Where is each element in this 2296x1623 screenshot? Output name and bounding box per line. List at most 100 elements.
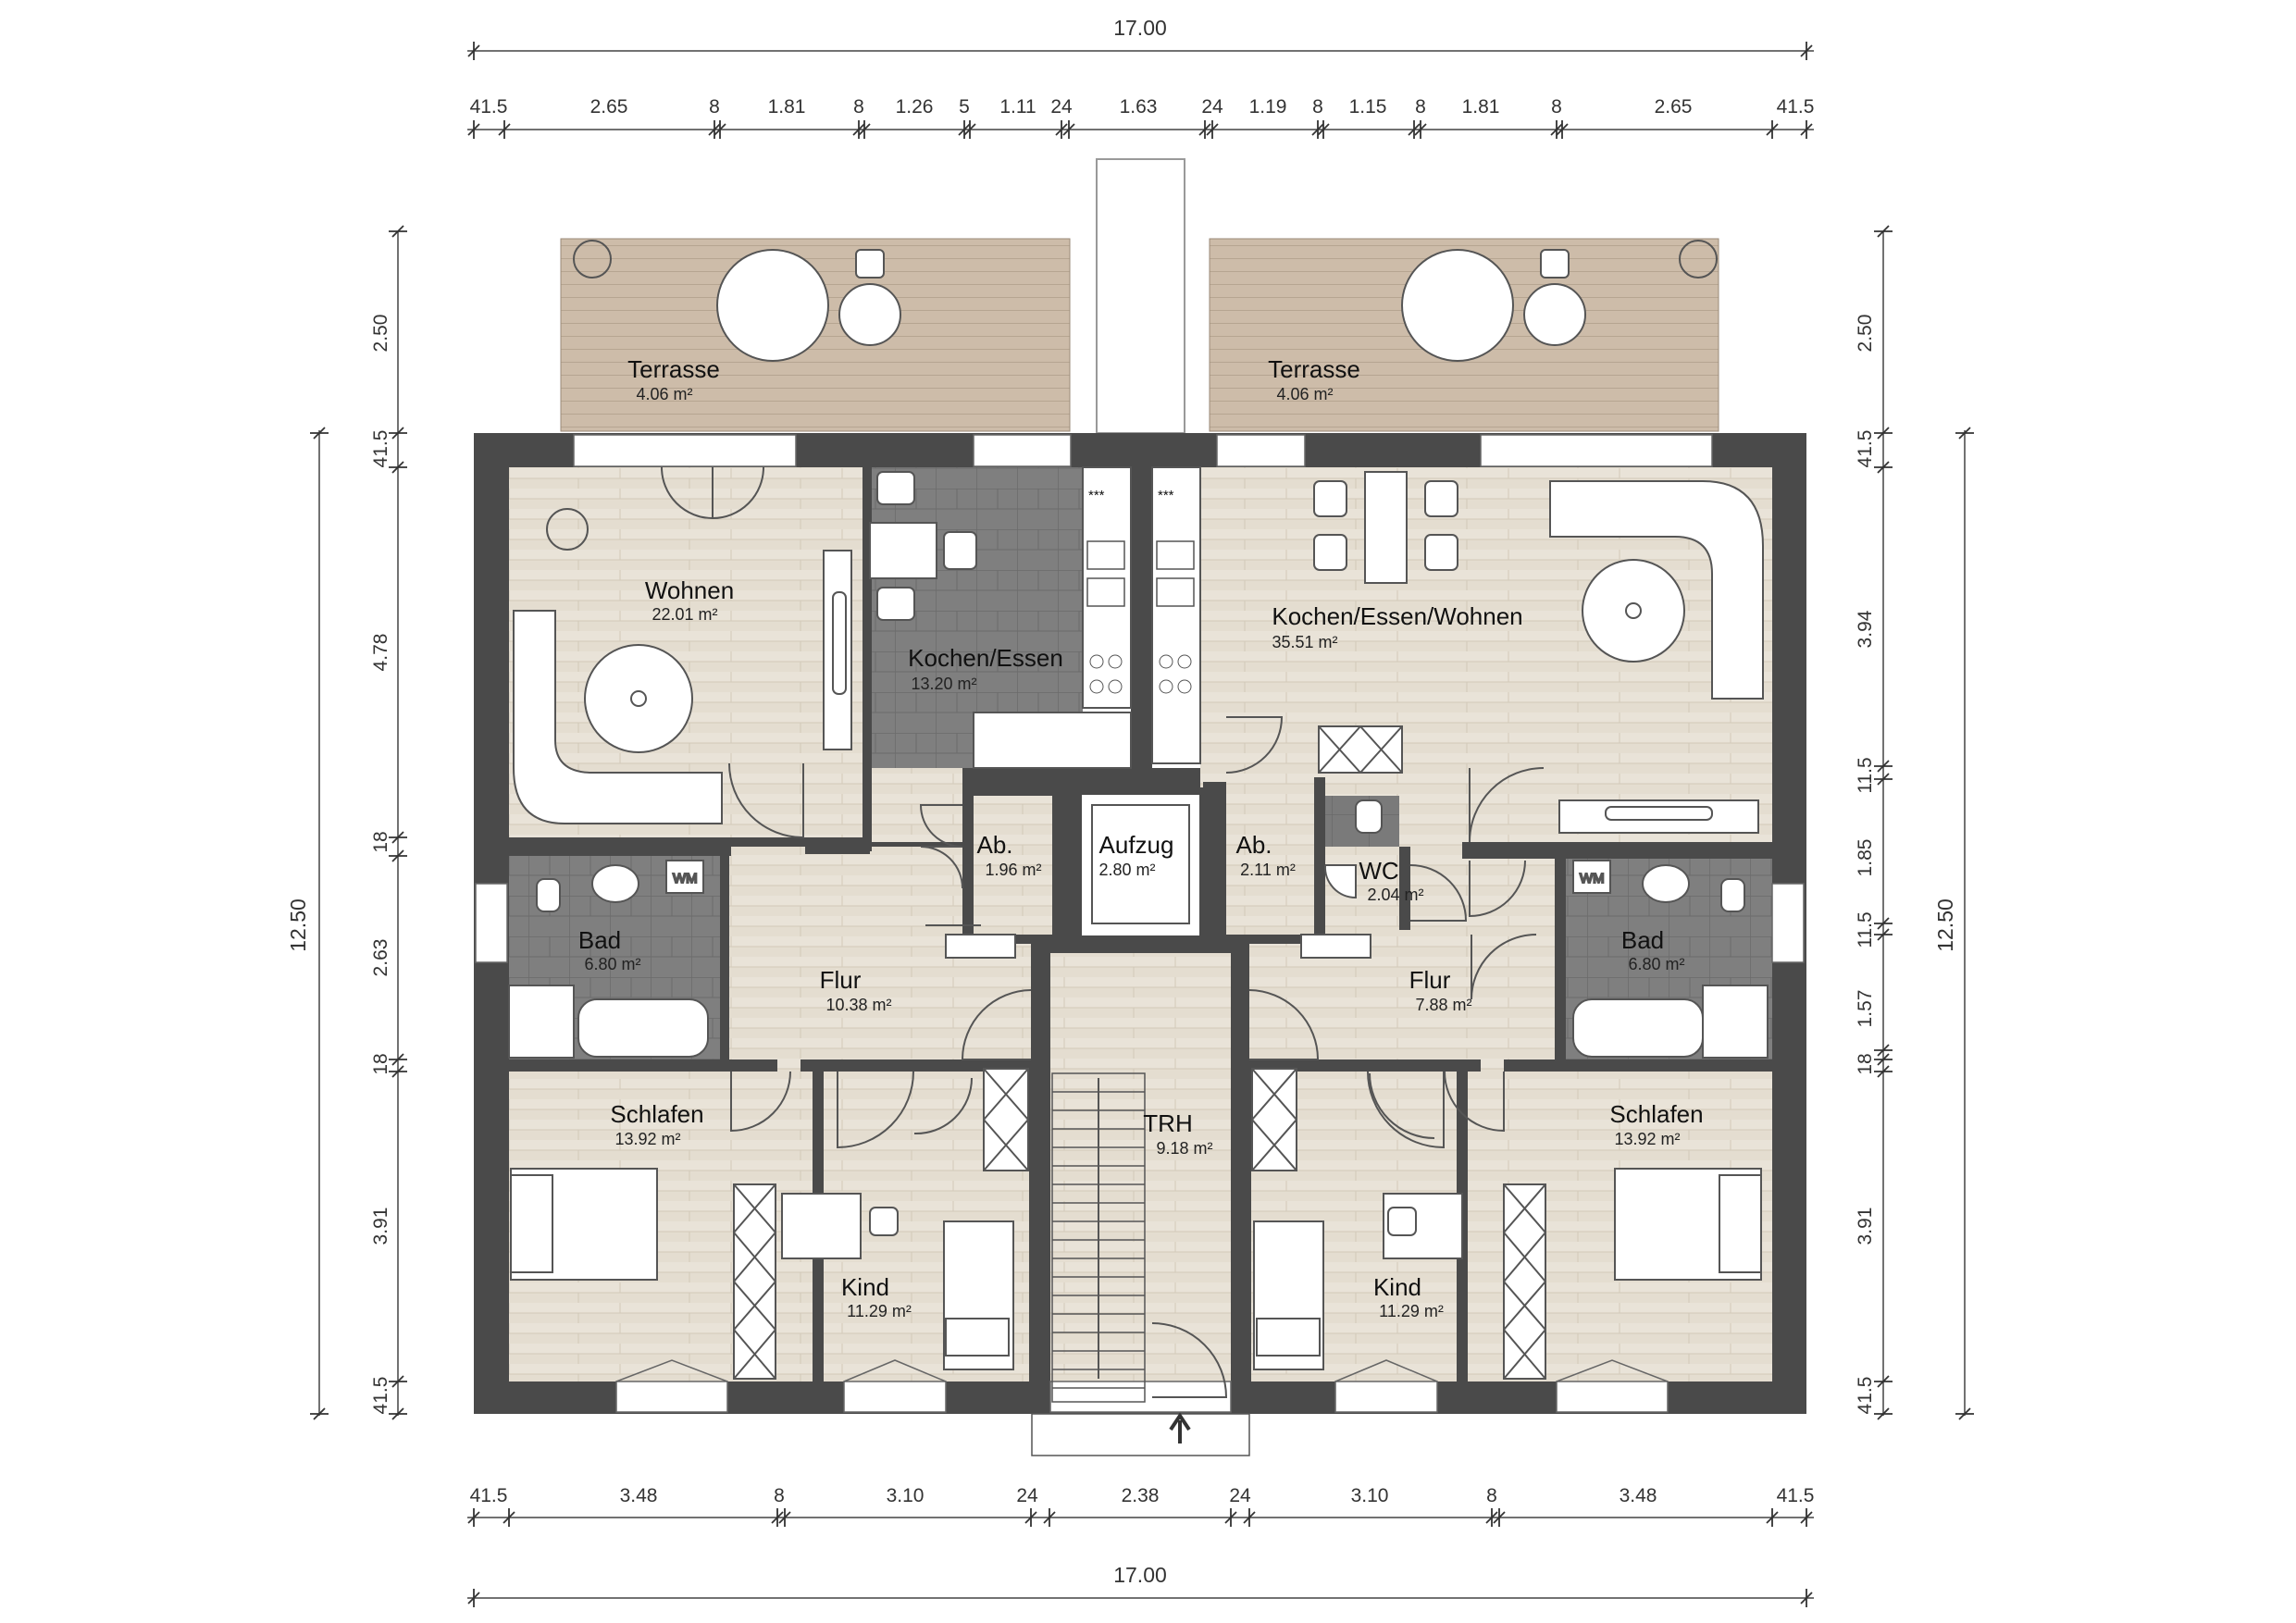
wm-label-left: WM — [673, 871, 698, 886]
right-seg-6: 1.57 — [1855, 990, 1876, 1028]
bottom-seg-10: 41.5 — [1777, 1485, 1815, 1506]
bottom-seg-5: 2.38 — [1122, 1485, 1160, 1506]
sofa-left — [513, 550, 852, 824]
right-seg-5: 11.5 — [1855, 911, 1876, 948]
top-seg-5: 1.26 — [896, 96, 934, 118]
left-seg-1: 41.5 — [370, 430, 391, 468]
top-seg-11: 1.19 — [1249, 96, 1287, 118]
left-seg-2: 4.78 — [370, 634, 391, 672]
kitchen-counter-right: *** — [1151, 466, 1201, 764]
overall-width-top: 17.00 — [1113, 16, 1167, 40]
shaft-strip — [1096, 158, 1185, 434]
interior-walls — [509, 467, 1772, 1414]
top-seg-12: 8 — [1312, 96, 1323, 118]
room-area-terrace-left: 4.06 m² — [636, 385, 692, 403]
bath-fixtures-right: WM — [1572, 860, 1769, 1059]
dimension-ticks — [310, 42, 1974, 1607]
sofa-right — [1549, 480, 1764, 834]
right-seg-3: 11.5 — [1855, 757, 1876, 793]
room-area-flur-left: 10.38 m² — [825, 996, 891, 1014]
dining-table-left — [869, 471, 977, 621]
room-name-kind-left: Kind — [841, 1273, 889, 1301]
room-name-schlafen-right: Schlafen — [1609, 1100, 1703, 1128]
room-area-aufzug: 2.80 m² — [1098, 861, 1155, 879]
top-seg-13: 1.15 — [1349, 96, 1387, 118]
top-seg-10: 24 — [1201, 96, 1223, 118]
bottom-seg-2: 8 — [774, 1485, 785, 1506]
top-seg-18: 41.5 — [1777, 96, 1815, 118]
beds-and-desks — [510, 1168, 1762, 1370]
room-labels: Terrasse 4.06 m² Terrasse 4.06 m² Wohnen… — [578, 355, 1704, 1320]
top-seg-6: 5 — [959, 96, 970, 118]
room-name-bad-left: Bad — [578, 926, 621, 954]
bottom-seg-0: 41.5 — [470, 1485, 508, 1506]
room-area-kind-left: 11.29 m² — [847, 1302, 912, 1320]
left-seg-5: 18 — [370, 1053, 391, 1074]
left-seg-7: 41.5 — [370, 1377, 391, 1415]
room-area-bad-left: 6.80 m² — [584, 955, 640, 973]
bath-fixtures-left: WM — [508, 860, 709, 1059]
elevator-shaft — [1074, 787, 1207, 943]
windows — [475, 434, 1805, 1413]
room-area-flur-right: 7.88 m² — [1415, 996, 1471, 1014]
room-area-terrace-right: 4.06 m² — [1276, 385, 1333, 403]
overall-height-right: 12.50 — [1933, 898, 1957, 952]
left-seg-0: 2.50 — [370, 315, 391, 353]
room-name-kind-right: Kind — [1373, 1273, 1421, 1301]
room-area-kochen-essen: 13.20 m² — [911, 675, 976, 693]
dimension-texts: 17.00 17.00 12.50 12.50 — [286, 16, 1957, 1587]
wm-label-right: WM — [1580, 871, 1605, 886]
room-name-kochen-essen-wohnen: Kochen/Essen/Wohnen — [1272, 602, 1522, 630]
room-area-bad-right: 6.80 m² — [1628, 955, 1684, 973]
bottom-seg-8: 8 — [1486, 1485, 1497, 1506]
top-seg-0: 41.5 — [470, 96, 508, 118]
room-area-wc: 2.04 m² — [1367, 886, 1423, 904]
room-name-wohnen: Wohnen — [645, 576, 734, 604]
room-name-wc: WC — [1359, 857, 1398, 885]
room-area-kind-right: 11.29 m² — [1379, 1302, 1444, 1320]
stove-mark-right: *** — [1158, 488, 1174, 503]
top-seg-15: 1.81 — [1462, 96, 1500, 118]
bottom-seg-6: 24 — [1229, 1485, 1251, 1506]
bottom-seg-4: 24 — [1016, 1485, 1038, 1506]
room-name-flur-left: Flur — [820, 966, 862, 994]
dimension-lines — [318, 50, 1966, 1599]
window-swings — [615, 1359, 1669, 1382]
room-area-schlafen-left: 13.92 m² — [614, 1130, 680, 1148]
room-area-kochen-essen-wohnen: 35.51 m² — [1272, 633, 1337, 651]
left-seg-3: 18 — [370, 831, 391, 852]
arrow-up-icon — [1169, 1412, 1191, 1443]
right-seg-0: 2.50 — [1855, 315, 1876, 353]
top-seg-3: 1.81 — [768, 96, 806, 118]
left-seg-6: 3.91 — [370, 1208, 391, 1245]
room-area-schlafen-right: 13.92 m² — [1614, 1130, 1680, 1148]
wc-fixtures — [1323, 799, 1383, 899]
left-seg-4: 2.63 — [370, 939, 391, 977]
room-name-ab-right: Ab. — [1235, 831, 1272, 859]
plant-icon-group — [546, 240, 1718, 707]
room-area-ab-right: 2.11 m² — [1240, 861, 1296, 879]
room-area-wohnen: 22.01 m² — [652, 605, 717, 624]
top-seg-16: 8 — [1551, 96, 1562, 118]
right-seg-9: 41.5 — [1855, 1377, 1876, 1415]
right-seg-2: 3.94 — [1855, 610, 1876, 648]
staircase — [1051, 1072, 1146, 1403]
room-name-flur-right: Flur — [1409, 966, 1451, 994]
entrance-step — [1031, 1413, 1250, 1456]
right-seg-4: 1.85 — [1855, 839, 1876, 877]
right-seg-1: 41.5 — [1855, 430, 1876, 468]
room-name-schlafen-left: Schlafen — [610, 1100, 703, 1128]
top-seg-2: 8 — [709, 96, 720, 118]
stove-mark-left: *** — [1088, 488, 1105, 503]
top-seg-14: 8 — [1415, 96, 1426, 118]
top-seg-17: 2.65 — [1655, 96, 1693, 118]
top-seg-4: 8 — [853, 96, 864, 118]
room-area-trh: 9.18 m² — [1156, 1139, 1212, 1158]
bottom-seg-1: 3.48 — [620, 1485, 658, 1506]
left-segment-texts: 2.50 41.5 4.78 18 2.63 18 3.91 41.5 — [370, 315, 391, 1415]
bottom-seg-3: 3.10 — [887, 1485, 925, 1506]
right-seg-7: 18 — [1855, 1053, 1876, 1074]
